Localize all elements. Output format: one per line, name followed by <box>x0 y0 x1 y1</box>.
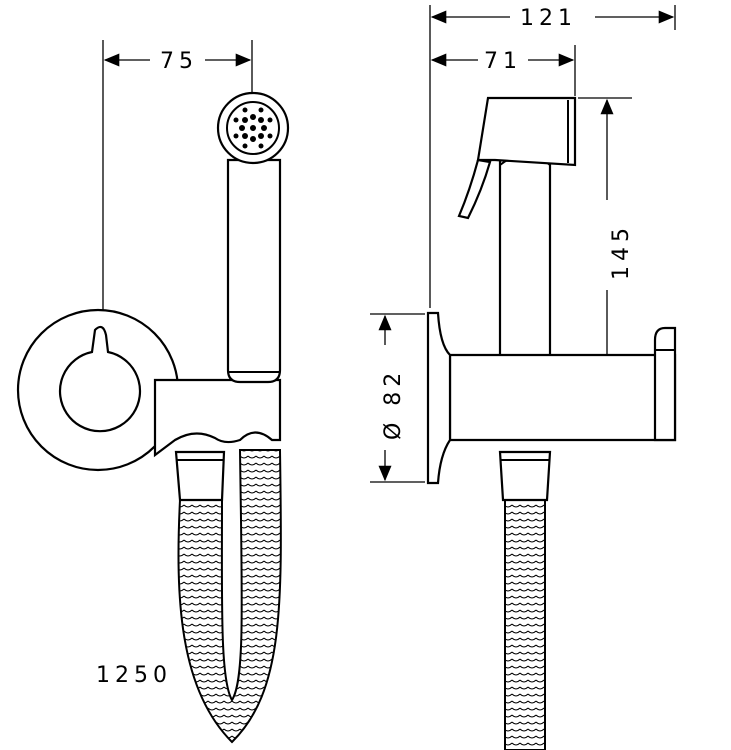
side-view: 121 71 145 Ø 82 <box>370 5 677 750</box>
dim-71: 71 <box>484 49 522 74</box>
hand-shower-head <box>476 96 577 167</box>
dim-1250: 1250 <box>96 663 172 688</box>
dim-diameter-82: Ø 82 <box>381 368 406 440</box>
wall-plate <box>426 311 452 485</box>
hose-connector <box>498 450 552 502</box>
trigger-lever <box>457 158 492 220</box>
front-view: 75 1250 <box>16 40 290 744</box>
hose <box>504 499 546 750</box>
dim-121: 121 <box>520 6 577 31</box>
valve-body <box>448 353 677 442</box>
dim-145: 145 <box>609 223 634 280</box>
valve-handle <box>653 326 677 442</box>
hand-shower-handle <box>226 158 282 384</box>
valve-handle <box>58 325 142 433</box>
shower-holder <box>153 378 282 458</box>
dim-75: 75 <box>160 49 198 74</box>
spray-nozzles-icon <box>233 107 273 149</box>
hose-connector <box>174 450 226 502</box>
hand-shower-handle <box>498 156 552 360</box>
hose <box>177 449 282 744</box>
